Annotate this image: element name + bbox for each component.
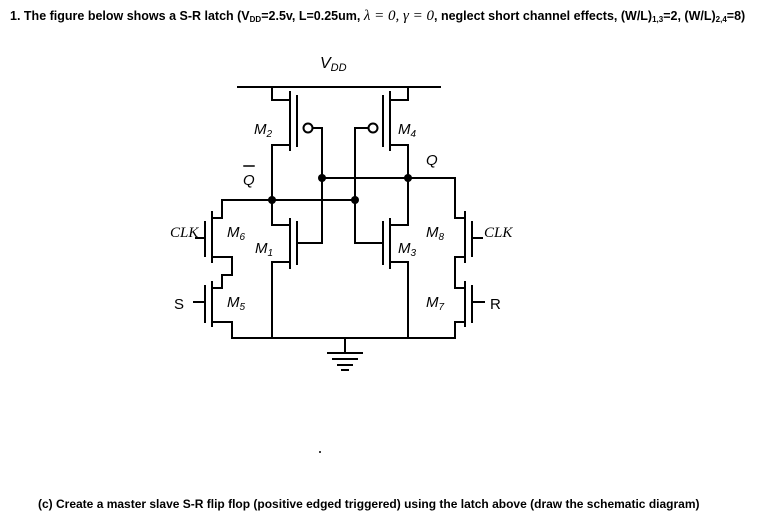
m8-label: M8 <box>426 224 445 243</box>
lambda-gamma-expression: λ = 0, γ = 0 <box>363 8 434 24</box>
transistor-m4 <box>354 86 409 201</box>
question-text-5: =8) <box>726 9 746 23</box>
m5-label: M5 <box>227 294 246 313</box>
transistor-m3 <box>354 177 409 339</box>
m3-label: M3 <box>398 240 417 259</box>
m6-label: M6 <box>227 224 246 243</box>
wl24-subscript: 2,4 <box>715 15 727 24</box>
m7-label: M7 <box>426 294 445 313</box>
r-label: R <box>490 296 501 313</box>
wl13-subscript: 1,3 <box>652 15 664 24</box>
transistor-m8 <box>454 177 483 276</box>
m4-label: M4 <box>398 121 417 140</box>
m1-label: M1 <box>255 240 273 259</box>
m2-label: M2 <box>254 121 273 140</box>
clk-right-label: CLK <box>484 225 513 241</box>
question-text-2: =2.5v, L=0.25um, <box>261 9 361 23</box>
vdd-label: VDD <box>320 55 347 74</box>
question-text-3: , neglect short channel effects, (W/L) <box>434 9 653 23</box>
s-label: S <box>174 296 184 313</box>
ground-icon <box>327 352 363 371</box>
part-c-prompt: (c) Create a master slave S-R flip flop … <box>38 497 700 511</box>
vdd-subscript: DD <box>249 15 262 24</box>
clk-left-label: CLK <box>170 225 199 241</box>
qbar-label: Q <box>243 172 255 189</box>
stray-dot <box>319 451 321 453</box>
question-title: 1. The figure below shows a S-R latch (V… <box>10 8 755 25</box>
transistor-m7 <box>454 274 485 339</box>
transistor-m2 <box>271 86 323 201</box>
transistor-m1 <box>271 177 323 339</box>
q-label: Q <box>426 152 438 169</box>
question-number: 1. <box>10 9 21 23</box>
question-text-4: =2, (W/L) <box>663 9 716 23</box>
question-text-1: The figure below shows a S-R latch (V <box>23 9 250 23</box>
transistor-m5 <box>193 274 233 339</box>
transistor-m6 <box>195 199 233 276</box>
